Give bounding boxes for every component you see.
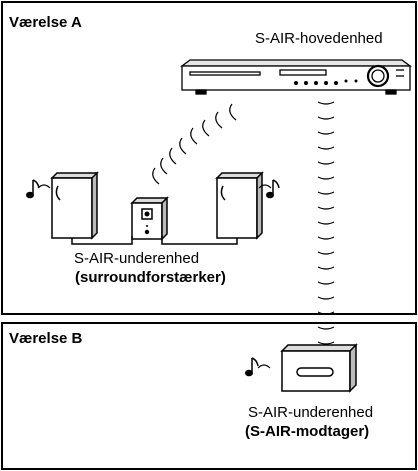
sound-wave-icon — [37, 184, 272, 369]
room-a-title: Værelse A — [9, 14, 82, 31]
receiver-unit-sublabel: (S-AIR-modtager) — [245, 423, 370, 440]
s-air-receiver — [280, 343, 358, 393]
music-note-icon — [26, 179, 280, 377]
room-b-title: Værelse B — [9, 330, 83, 347]
wireless-wave-icon — [152, 103, 237, 185]
surround-amplifier — [130, 196, 169, 241]
main-unit-label: S-AIR-hovedenhed — [255, 30, 383, 47]
left-speaker — [50, 171, 99, 240]
receiver-unit-label: S-AIR-underenhed — [248, 404, 374, 421]
wireless-wave-icon — [317, 101, 335, 345]
speaker-cable — [71, 236, 238, 245]
right-speaker — [215, 171, 264, 240]
room-b-frame — [1, 322, 417, 470]
room-a-frame — [1, 1, 417, 315]
surround-unit-label: S-AIR-underenhed — [74, 250, 200, 267]
main-unit — [180, 59, 412, 95]
surround-unit-sublabel: (surroundforstærker) — [75, 269, 226, 286]
